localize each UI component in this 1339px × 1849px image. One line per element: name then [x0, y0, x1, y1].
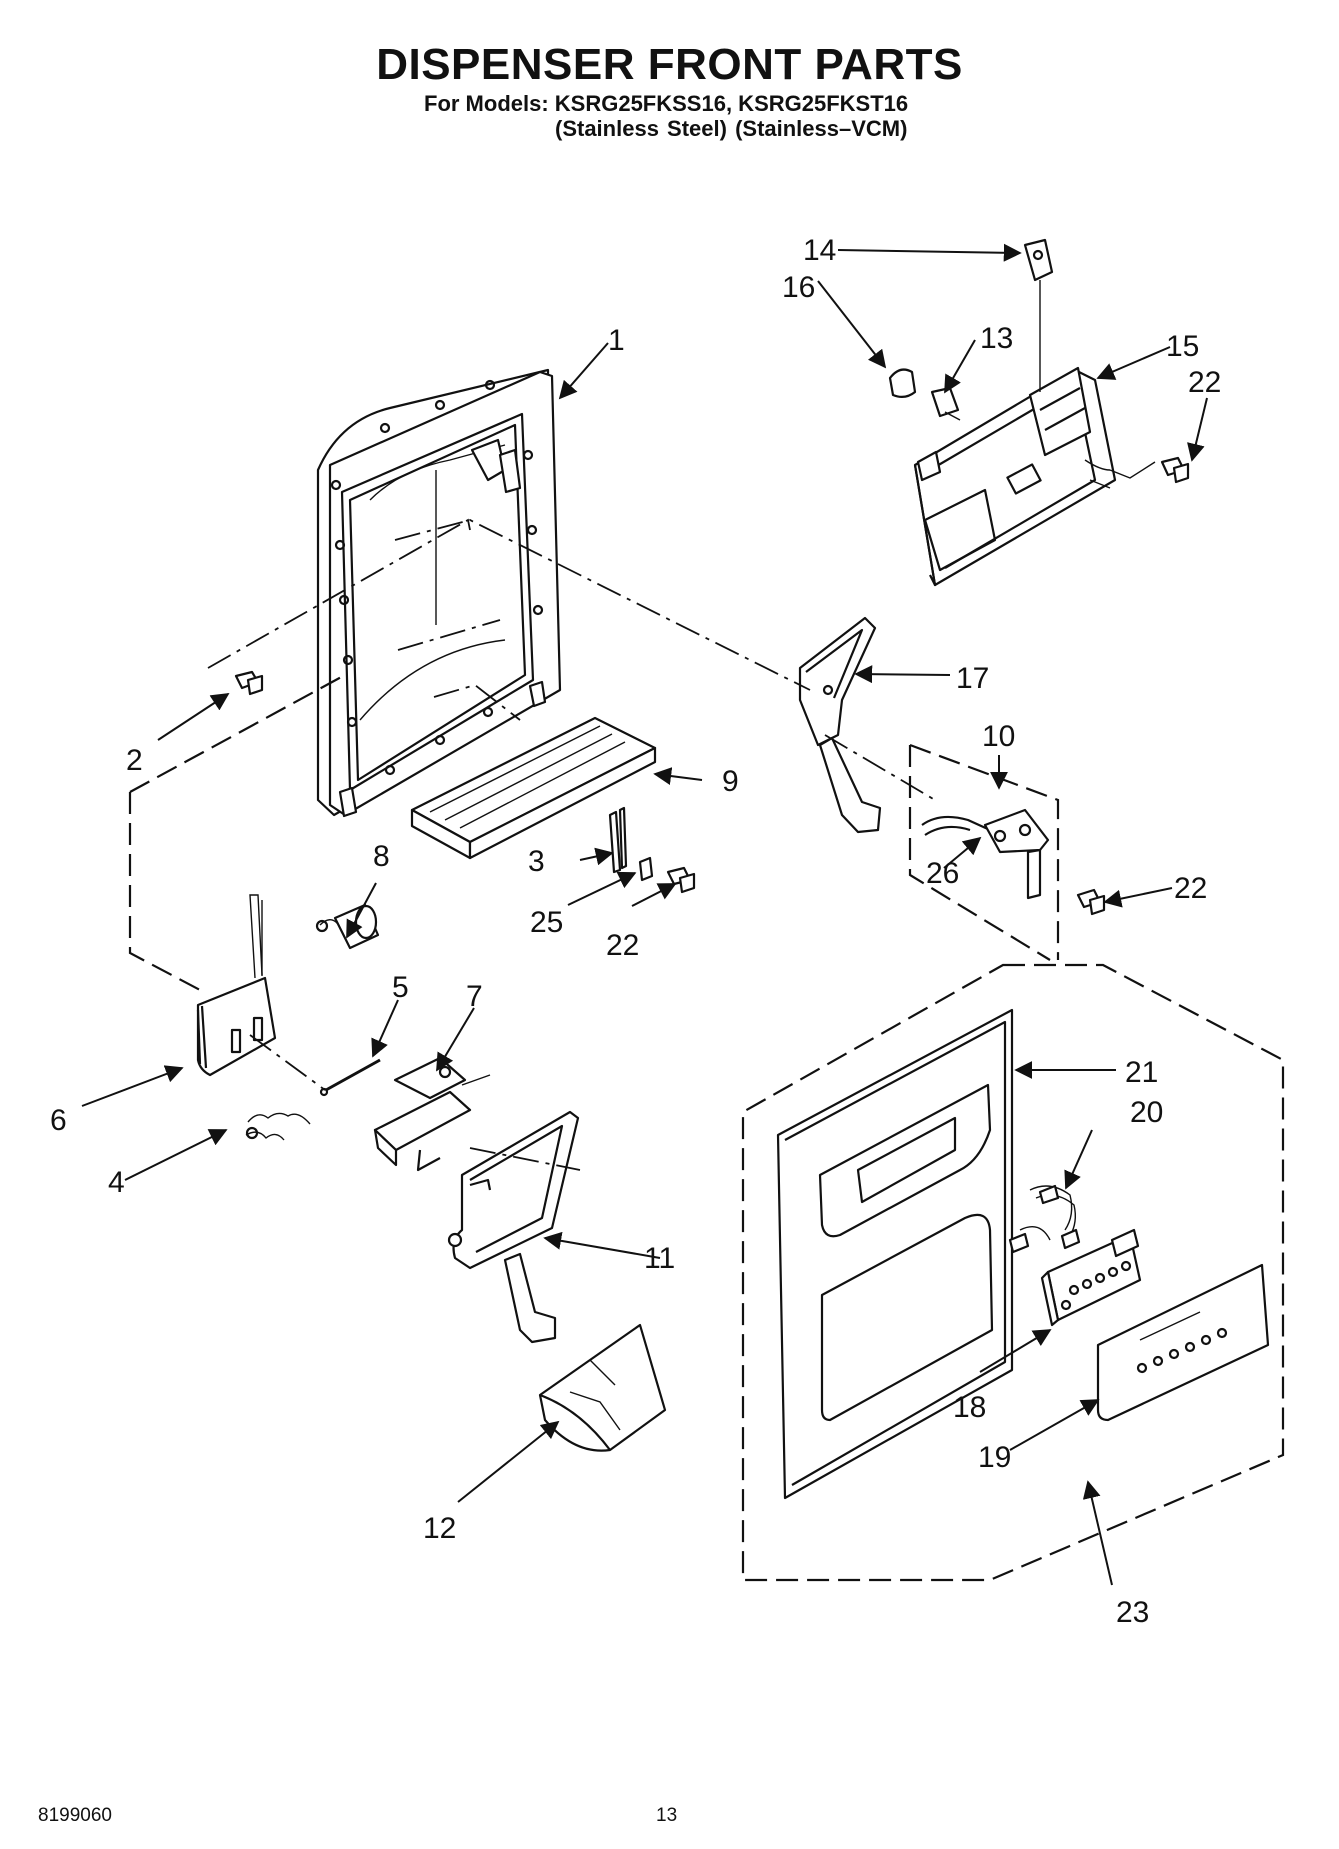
callout-17: 17 [956, 662, 989, 695]
callout-8: 8 [373, 840, 390, 873]
callout-18: 18 [953, 1391, 986, 1424]
callout-1: 1 [608, 324, 625, 357]
callout-10: 10 [982, 720, 1015, 753]
callout-2: 2 [126, 744, 143, 777]
callout-21: 21 [1125, 1056, 1158, 1089]
callout-20: 20 [1130, 1096, 1163, 1129]
part-7-actuator [373, 1056, 491, 1172]
part-25-pad [638, 856, 654, 882]
part-8-solenoid [315, 903, 380, 950]
callout-23: 23 [1116, 1596, 1149, 1629]
callout-5: 5 [392, 971, 409, 1004]
callout-4: 4 [108, 1166, 125, 1199]
part-23-assembly-outline [741, 963, 1285, 1582]
part-13-socket [930, 386, 961, 421]
callout-22-right: 22 [1174, 872, 1207, 905]
callout-11: 11 [644, 1242, 675, 1275]
part-21-front-panel [776, 1008, 1014, 1500]
part-17-lever [798, 616, 882, 834]
part-1-housing-frame [316, 368, 562, 818]
page-title: DISPENSER FRONT PARTS [376, 40, 963, 89]
part-4-spring [245, 1112, 311, 1141]
callout-16: 16 [782, 271, 815, 304]
callout-13: 13 [980, 322, 1013, 355]
models-line: For Models: KSRG25FKSS16, KSRG25FKST16 [424, 91, 909, 116]
part-18-control-board [1040, 1228, 1142, 1327]
leader-arrows [81, 243, 1208, 1586]
document-number: 8199060 [38, 1805, 112, 1826]
callout-12: 12 [423, 1512, 456, 1545]
callout-3: 3 [528, 845, 545, 878]
callout-14: 14 [803, 234, 836, 267]
part-2-screw [234, 670, 264, 696]
part-20-wire-harness [1008, 1184, 1081, 1254]
part-15-upper-housing [913, 366, 1117, 587]
callout-7: 7 [466, 980, 483, 1013]
part-22-screw-right [1076, 888, 1106, 916]
callout-22-top: 22 [1188, 366, 1221, 399]
callout-15: 15 [1166, 330, 1199, 363]
callout-9: 9 [722, 765, 739, 798]
part-22-screw-middle [666, 866, 696, 894]
part-6-module [196, 894, 277, 1077]
callout-25: 25 [530, 906, 563, 939]
part-22-screw-top [1160, 456, 1190, 484]
callout-22-middle: 22 [606, 929, 639, 962]
part-11-ice-paddle [447, 1110, 580, 1344]
page-number: 13 [656, 1805, 678, 1826]
variants-line: (Stainless Steel) (Stainless–VCM) [555, 116, 908, 141]
callout-6: 6 [50, 1104, 67, 1137]
callout-19: 19 [978, 1441, 1011, 1474]
part-16-bulb [888, 368, 917, 399]
callout-labels: 1 2 3 4 5 6 7 8 9 10 11 12 13 14 15 16 1… [50, 234, 1221, 1629]
part-12-ice-chute [538, 1323, 667, 1452]
assembly-lines [128, 461, 1156, 1171]
part-3-clip [608, 806, 628, 874]
part-10-26-bracket [921, 808, 1050, 900]
part-5-pin [319, 1058, 381, 1097]
part-9-drip-tray [410, 716, 657, 860]
callout-26: 26 [926, 857, 959, 890]
part-14-switch-top [1023, 238, 1054, 392]
